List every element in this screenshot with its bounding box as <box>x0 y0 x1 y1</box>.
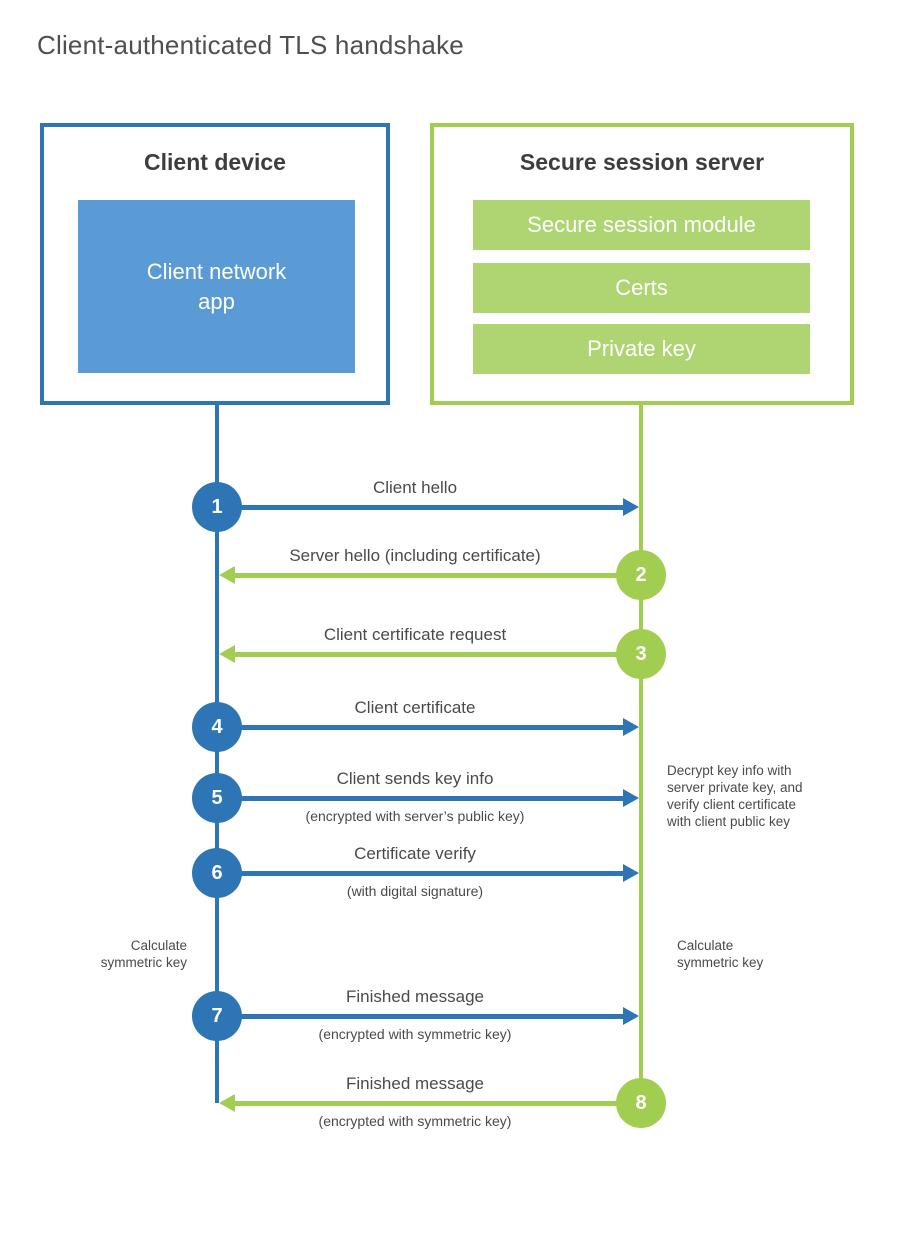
arrow-right-icon <box>623 864 639 882</box>
step-sublabel: (encrypted with symmetric key) <box>318 1113 512 1129</box>
step-label: Client sends key info <box>336 769 494 788</box>
step-sublabel: (with digital signature) <box>346 883 484 899</box>
arrow-left-icon <box>219 645 235 663</box>
arrow-right-icon <box>623 498 639 516</box>
step-sublabel: (encrypted with symmetric key) <box>318 1026 512 1042</box>
client-device-title: Client device <box>144 149 286 175</box>
server-module-secure-session: Secure session module <box>473 200 810 250</box>
step-number-badge: 7 <box>192 991 242 1041</box>
step-number-badge: 6 <box>192 848 242 898</box>
client-lifeline <box>215 405 219 1103</box>
arrow-right-icon <box>623 718 639 736</box>
server-module-private-key: Private key <box>473 324 810 374</box>
message-arrow <box>220 796 623 801</box>
message-arrow <box>220 1014 623 1019</box>
calculate-symmetric-key-note-server: Calculate symmetric key <box>677 938 764 970</box>
step-number-badge: 1 <box>192 482 242 532</box>
message-arrow <box>235 1101 641 1106</box>
page-title: Client-authenticated TLS handshake <box>37 30 464 60</box>
step-label: Server hello (including certificate) <box>289 546 541 565</box>
step-label: Client certificate request <box>323 625 507 644</box>
server-lifeline <box>639 405 643 1105</box>
decrypt-key-info-note: Decrypt key info with server private key… <box>667 763 803 829</box>
message-arrow <box>235 573 641 578</box>
message-arrow <box>220 725 623 730</box>
client-device-box: Client device Client network app <box>40 123 390 405</box>
step-label: Client hello <box>372 478 458 497</box>
client-network-app-box: Client network app <box>78 200 355 373</box>
calculate-symmetric-key-note-client: Calculate symmetric key <box>100 938 187 970</box>
secure-session-server-title: Secure session server <box>519 149 765 175</box>
step-number-badge: 4 <box>192 702 242 752</box>
secure-session-server-box: Secure session server Secure session mod… <box>430 123 854 405</box>
arrow-left-icon <box>219 566 235 584</box>
step-number-badge: 5 <box>192 773 242 823</box>
arrow-right-icon <box>623 1007 639 1025</box>
arrow-left-icon <box>219 1094 235 1112</box>
step-label: Finished message <box>346 1074 484 1093</box>
step-label: Client certificate <box>354 698 476 717</box>
step-number-badge: 2 <box>616 550 666 600</box>
step-label: Certificate verify <box>354 844 476 863</box>
message-arrow <box>220 505 623 510</box>
server-module-certs: Certs <box>473 263 810 313</box>
step-number-badge: 3 <box>616 629 666 679</box>
arrow-right-icon <box>623 789 639 807</box>
message-arrow <box>235 652 641 657</box>
step-sublabel: (encrypted with server’s public key) <box>305 808 525 824</box>
step-number-badge: 8 <box>616 1078 666 1128</box>
message-arrow <box>220 871 623 876</box>
step-label: Finished message <box>346 987 484 1006</box>
